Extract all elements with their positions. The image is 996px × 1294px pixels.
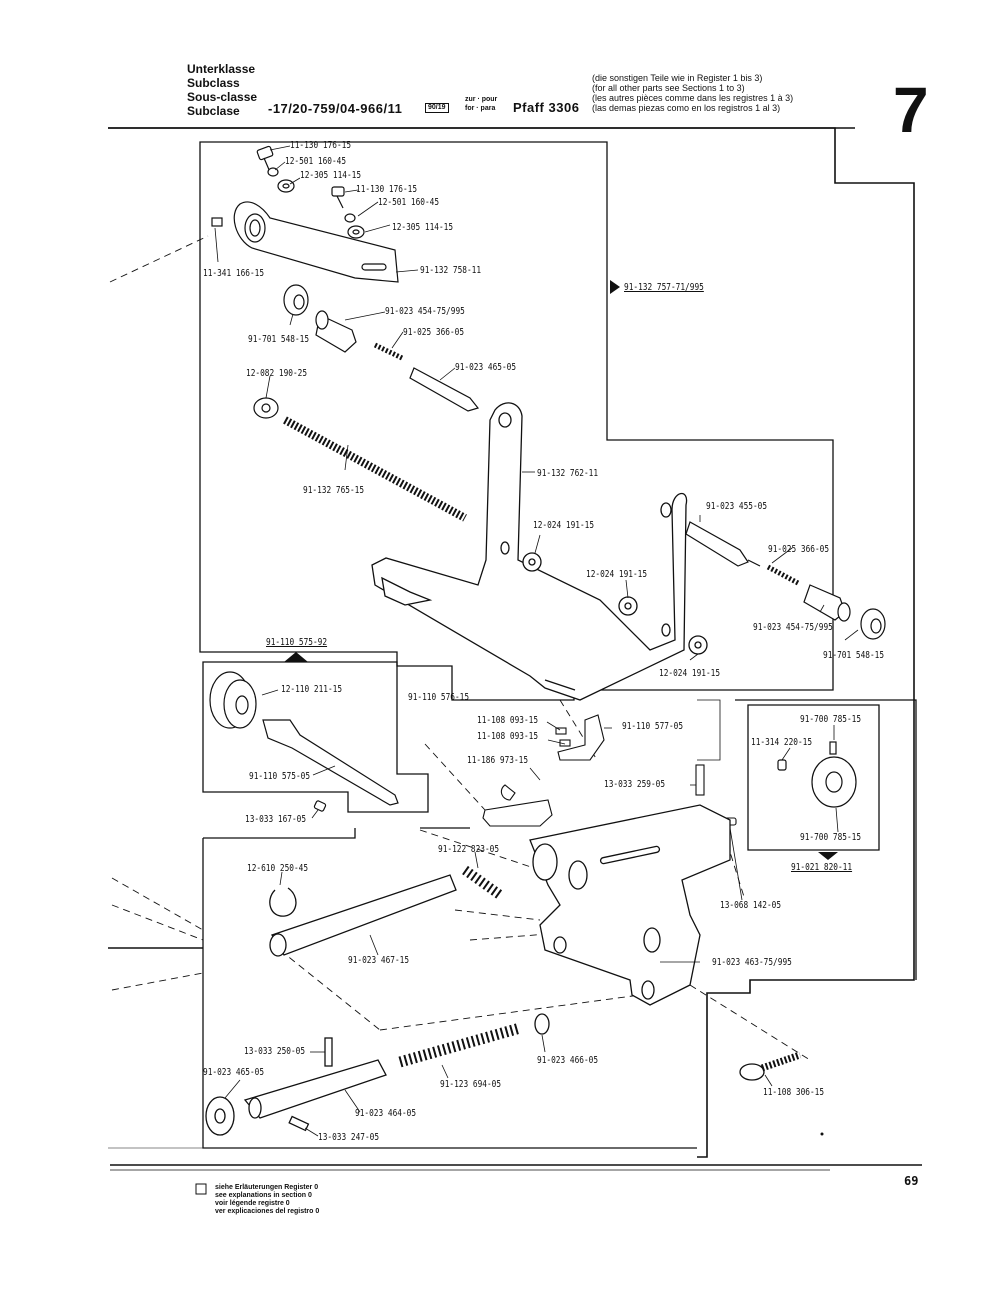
page-number: 69 [904,1174,919,1188]
part-label: 91-132 758-11 [420,265,482,276]
footnote-es: ver explicaciones del registro 0 [215,1208,320,1215]
part-label: 11-314 220-15 [751,737,813,748]
part-label: 12-024 191-15 [659,668,721,679]
part-label: 11-108 306-15 [763,1087,825,1098]
part-label: 91-700 785-15 [800,714,862,725]
part-label: 12-024 191-15 [533,520,595,531]
part-label: 11-341 166-15 [203,268,265,279]
part-label: 13-068 142-05 [720,900,782,911]
footnote-de: siehe Erläuterungen Register 0 [215,1184,319,1191]
part-label: 12-501 160-45 [378,197,440,208]
part-label: 91-700 785-15 [800,832,862,843]
footnote-fr: voir légende registre 0 [215,1200,290,1207]
outer-frame [108,127,915,1158]
other-parts-de: (die sonstigen Teile wie in Register 1 b… [592,73,763,83]
part-label: 91-025 366-05 [768,544,830,555]
part-label: 12-501 160-45 [285,156,347,167]
subclass-label-en: Subclass [187,76,240,90]
part-label: 12-110 211-15 [281,684,343,695]
model-code: -17/20-759/04-966/11 [268,101,403,116]
machine-name: Pfaff 3306 [513,100,580,115]
subclass-label-fr: Sous-classe [187,90,258,104]
part-label: 13-033 259-05 [604,779,666,790]
part-label: 91-023 464-05 [355,1108,417,1119]
part-label: 91-110 577-05 [622,721,684,732]
for-label-bottom: for · para [465,105,496,112]
part-label: 91-023 465-05 [455,362,517,373]
footnote-box-mark: 90/19 [425,103,449,113]
part-label: 91-023 463-75/995 [712,957,792,968]
other-parts-es: (las demas piezas como en los registros … [592,103,781,113]
part-label: 12-305 114-15 [392,222,454,233]
part-label: 91-023 454-75/995 [753,622,833,633]
part-label: 11-186 973-15 [467,755,529,766]
part-label: 11-130 176-15 [290,140,352,151]
part-label: 91-023 454-75/995 [385,306,465,317]
part-label: 91-023 465-05 [203,1067,265,1078]
part-label: 91-701 548-15 [248,334,310,345]
part-label: 91-132 765-15 [303,485,365,496]
part-label: 91-023 455-05 [706,501,768,512]
part-label-assembly: 91-110 575-92 [266,637,328,648]
part-label: 12-610 250-45 [247,863,309,874]
part-label: 91-023 466-05 [537,1055,599,1066]
part-label: 91-123 694-05 [440,1079,502,1090]
part-label: 91-110 576-15 [408,692,470,703]
part-label: 12-082 190-25 [246,368,308,379]
part-label: 91-023 467-15 [348,955,410,966]
for-label-top: zur · pour [465,96,498,103]
part-label: 91-701 548-15 [823,650,885,661]
other-parts-fr: (les autres pièces comme dans les regist… [592,93,794,103]
subclass-label-es: Subclase [187,104,240,118]
footnote-en: see explanations in section 0 [215,1192,312,1199]
collar-group-frame [747,704,880,851]
part-label: 12-024 191-15 [586,569,648,580]
part-label: 12-305 114-15 [300,170,362,181]
other-parts-en: (for all other parts see Sections 1 to 3… [592,83,745,93]
knob-group-frame [202,661,429,813]
part-label: 13-033 167-05 [245,814,307,825]
subclass-label-de: Unterklasse [187,62,256,76]
part-label: 91-132 762-11 [537,468,599,479]
part-label-assembly: 91-132 757-71/995 [624,282,704,293]
part-label: 11-108 093-15 [477,715,539,726]
part-label: 91-025 366-05 [403,327,465,338]
part-label: 13-033 250-05 [244,1046,306,1057]
upper-group-frame [199,141,834,701]
part-label: 91-110 575-05 [249,771,311,782]
section-number: 7 [893,74,929,146]
part-label-assembly: 91-021 820-11 [791,862,853,873]
part-label: 13-033 247-05 [318,1132,380,1143]
part-label: 91-122 823-05 [438,844,500,855]
part-label: 11-130 176-15 [356,184,418,195]
part-label: 11-108 093-15 [477,731,539,742]
